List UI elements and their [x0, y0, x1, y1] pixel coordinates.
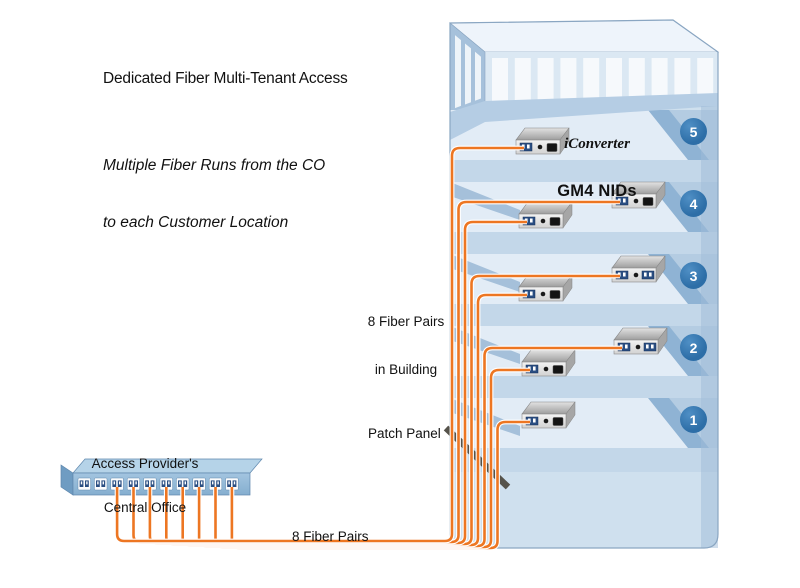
- left-face-window: [455, 35, 461, 109]
- roof-windows: [492, 58, 714, 103]
- fiber-cable-1: [114, 145, 524, 544]
- fiber-cables: [114, 145, 622, 551]
- product-brand: iConverter GM4 NIDs: [530, 107, 664, 229]
- ceiling-wedge: [450, 93, 718, 140]
- floor-badge-2: 2: [680, 334, 707, 361]
- roof-window: [697, 58, 714, 103]
- nid-device-floor1-left: [521, 401, 576, 429]
- roof-window: [514, 58, 531, 103]
- nid-device-floor2-right: [613, 327, 668, 355]
- subtitle-line-2: to each Customer Location: [103, 214, 289, 231]
- roof-window: [606, 58, 622, 103]
- riser-cables-label: 8 Fiber Pairs in Building: [346, 282, 466, 410]
- roof-window: [537, 58, 554, 103]
- building-roof-top: [448, 19, 720, 53]
- co-label-line-1: Access Provider's: [91, 456, 199, 471]
- central-office-label: Access Provider's Central Office: [85, 428, 205, 544]
- co-label-line-2: Central Office: [103, 499, 187, 515]
- floor-badge-3: 3: [680, 262, 707, 289]
- floor-badge-1: 1: [680, 406, 707, 433]
- roof-window: [674, 58, 691, 103]
- riser-label-line-2: in Building: [374, 362, 438, 377]
- floor-unit-2: [450, 304, 718, 376]
- left-face-windows: [455, 35, 481, 109]
- patch-panel-label: Patch Panel: [368, 426, 441, 441]
- building-outline: [449, 19, 719, 549]
- floor-badge-4: 4: [680, 190, 707, 217]
- roof-window: [583, 58, 600, 103]
- left-face-window: [475, 51, 481, 101]
- nid-device-floor4-left: [518, 201, 573, 229]
- diagram-title: Dedicated Fiber Multi-Tenant Access: [103, 70, 348, 87]
- building-right-strip: [701, 106, 718, 548]
- building-base: [450, 448, 718, 548]
- nid-device-floor4-right: [611, 181, 666, 209]
- subtitle-line-1: Multiple Fiber Runs from the CO: [103, 157, 326, 174]
- fiber-run-label: 8 Fiber Pairs: [292, 529, 369, 544]
- floor-badge-5: 5: [680, 118, 707, 145]
- co-side-face: [60, 464, 74, 496]
- roof-window: [492, 58, 508, 103]
- roof-window: [628, 58, 645, 103]
- brand-iconverter: iConverter: [564, 136, 630, 152]
- roof-window: [651, 58, 668, 103]
- brand-gm4-nids: GM4 NIDs: [557, 182, 637, 200]
- central-office-box: [60, 458, 263, 496]
- roof-window: [560, 58, 577, 103]
- riser-label-line-1: 8 Fiber Pairs: [367, 314, 445, 329]
- nid-device-floor3-right: [611, 255, 666, 283]
- diagram-subtitle: Multiple Fiber Runs from the CO to each …: [103, 118, 325, 270]
- left-face-window: [465, 43, 471, 105]
